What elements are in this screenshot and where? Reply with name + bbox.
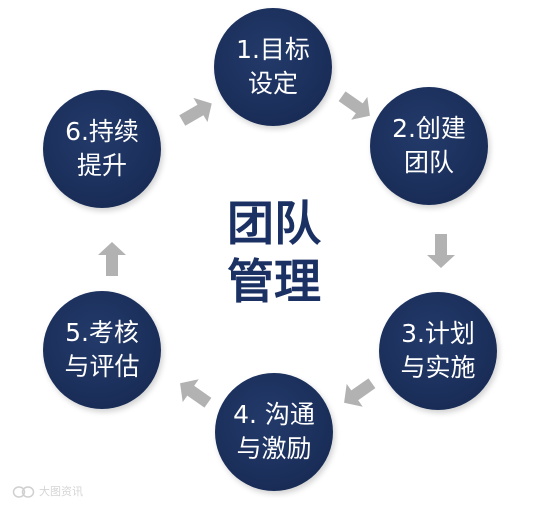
- step-4-communicate-motivate: 4. 沟通 与激励: [215, 373, 333, 491]
- step-4-line-1: 4. 沟通: [233, 400, 315, 429]
- step-3-line-2: 与实施: [400, 353, 476, 382]
- step-5-assess-evaluate: 5.考核 与评估: [43, 291, 161, 409]
- step-2-line-1: 2.创建: [392, 114, 466, 143]
- step-6-line-2: 提升: [76, 151, 127, 180]
- step-1-line-2: 设定: [247, 69, 298, 98]
- step-6-continuous-improvement: 6.持续 提升: [43, 90, 161, 208]
- arrow-icon-5-to-6: [93, 240, 131, 278]
- step-2-create-team: 2.创建 团队: [370, 87, 488, 205]
- step-5-line-2: 与评估: [64, 352, 140, 381]
- center-title-line-1: 团队: [227, 197, 321, 252]
- step-6-line-1: 6.持续: [65, 117, 139, 146]
- arrow-icon-6-to-1: [178, 93, 216, 131]
- center-title: 团队 管理: [200, 196, 348, 312]
- arrow-icon-3-to-4: [339, 374, 377, 412]
- watermark: 大图资讯: [12, 485, 83, 499]
- step-2-line-2: 团队: [403, 148, 454, 177]
- step-5-line-1: 5.考核: [65, 318, 139, 347]
- step-1-goal-setting: 1.目标 设定: [214, 8, 332, 126]
- center-title-line-2: 管理: [227, 255, 321, 310]
- step-1-line-1: 1.目标: [236, 35, 310, 64]
- arrow-icon-4-to-5: [175, 374, 213, 412]
- step-3-line-1: 3.计划: [401, 319, 475, 348]
- step-4-line-2: 与激励: [236, 434, 312, 463]
- arrow-icon-1-to-2: [337, 87, 375, 125]
- arrow-icon-2-to-3: [422, 232, 460, 270]
- watermark-text: 大图资讯: [39, 485, 83, 498]
- step-3-plan-implement: 3.计划 与实施: [379, 292, 497, 410]
- watermark-logo-icon: [12, 486, 35, 498]
